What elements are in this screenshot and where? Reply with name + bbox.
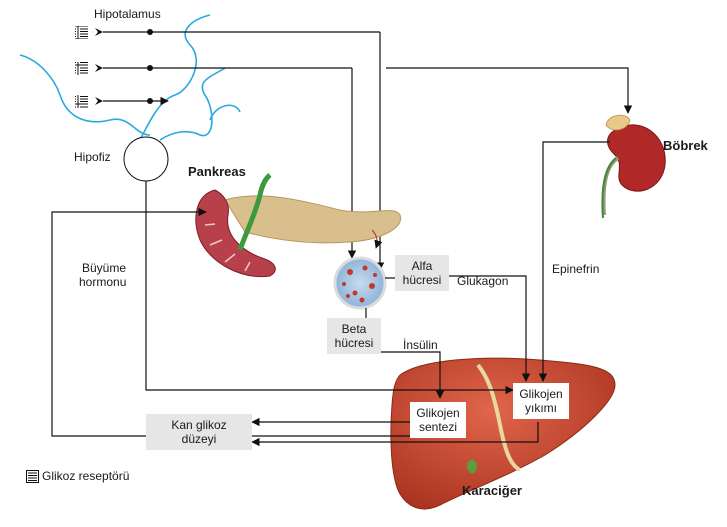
insulin-label: İnsülin xyxy=(403,338,438,352)
glycogenesis-line1: Glikojen xyxy=(416,406,460,420)
glycogenesis-line2: sentezi xyxy=(418,420,458,434)
hypothalamus-label: Hipotalamus xyxy=(94,7,161,21)
pituitary-gland xyxy=(123,136,169,182)
glucose-receptor-icon xyxy=(26,469,39,483)
glycogenolysis-box: Glikojen yıkımı xyxy=(513,383,569,419)
beta-cell-box: Beta hücresi xyxy=(327,318,381,354)
blood-glucose-box: Kan glikoz düzeyi xyxy=(146,414,252,450)
epinephrine-label: Epinefrin xyxy=(552,262,600,276)
glucose-receptor-icon xyxy=(75,26,88,39)
hypothalamus-receptors xyxy=(75,26,633,271)
glycogenesis-box: Glikojen sentezi xyxy=(410,402,466,438)
legend: Glikoz reseptörü xyxy=(26,469,129,483)
pathway-lines xyxy=(51,141,610,447)
growth-hormone-label-line2: hormonu xyxy=(79,275,127,289)
growth-hormone-label-line1: Büyüme xyxy=(82,261,127,275)
alpha-cell-box: Alfa hücresi xyxy=(395,255,449,291)
glycogenolysis-line2: yıkımı xyxy=(525,401,557,415)
liver-label: Karaciğer xyxy=(462,483,522,498)
pancreas-label: Pankreas xyxy=(188,164,246,179)
blood-glucose-line2: düzeyi xyxy=(181,432,217,446)
alpha-cell-line2: hücresi xyxy=(402,273,442,287)
beta-cell-line1: Beta xyxy=(341,322,367,336)
blood-glucose-line1: Kan glikoz xyxy=(171,418,227,432)
islet-cell xyxy=(333,256,387,310)
beta-cell-line2: hücresi xyxy=(334,336,374,350)
kidney-label: Böbrek xyxy=(663,138,708,153)
pancreas-organ xyxy=(195,173,402,278)
kidney-organ xyxy=(601,114,666,219)
glycogenolysis-line1: Glikojen xyxy=(519,387,563,401)
glucagon-label: Glukagon xyxy=(457,274,509,288)
glucose-receptor-icon xyxy=(75,62,88,75)
pituitary-label: Hipofiz xyxy=(74,150,111,164)
alpha-cell-line1: Alfa xyxy=(411,259,433,273)
glucose-receptor-icon xyxy=(75,95,88,108)
hypothalamus-nerves xyxy=(19,14,241,141)
legend-text: Glikoz reseptörü xyxy=(42,469,130,483)
